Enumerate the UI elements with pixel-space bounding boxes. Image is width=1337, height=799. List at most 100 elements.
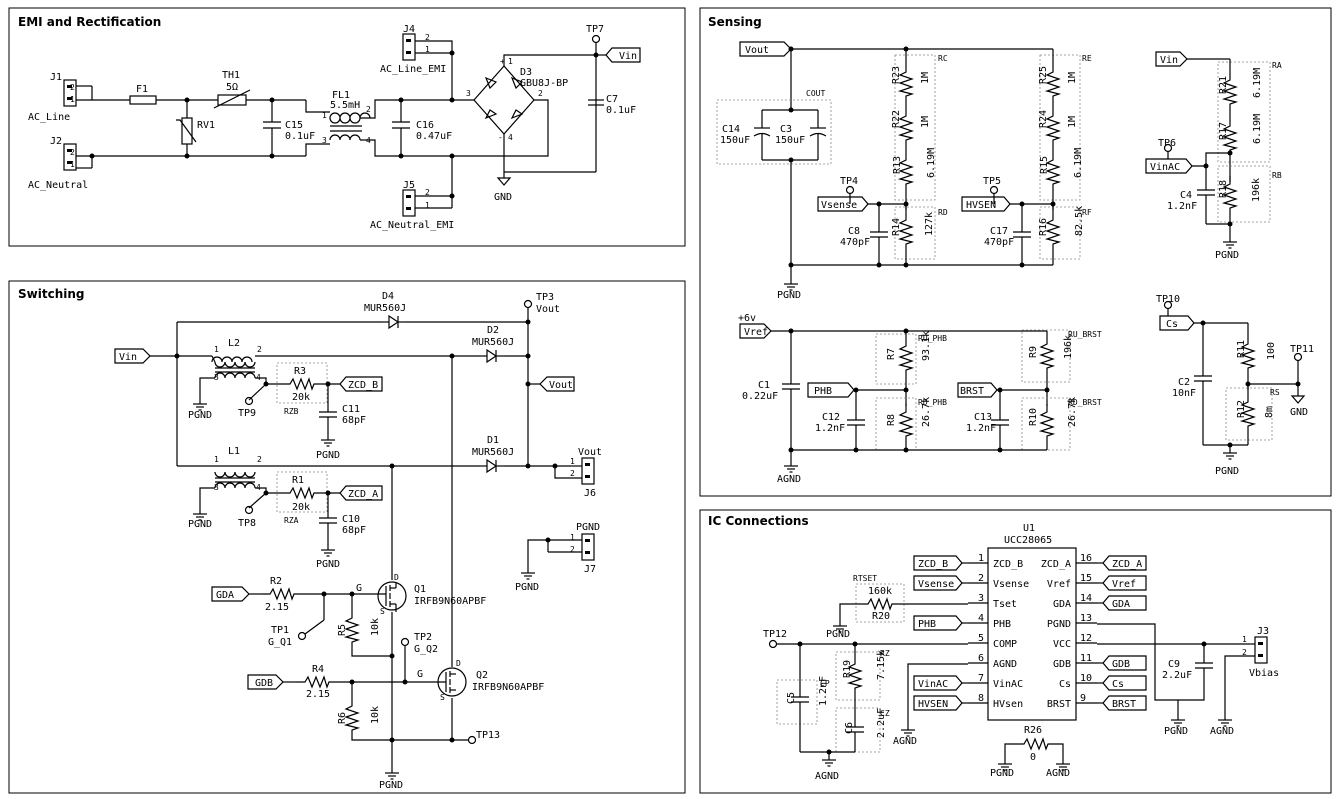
emi-frame (8, 7, 686, 247)
q1-g: G (356, 583, 362, 594)
r9-val: 196k (1063, 335, 1074, 359)
sense-vinac-label: VinAC (1150, 162, 1180, 173)
tp8-ref: TP8 (238, 518, 256, 529)
r14-ref: R14 (891, 218, 902, 236)
svg-text:2: 2 (570, 469, 575, 478)
r24-val: 1M (1067, 116, 1078, 128)
rb-label: RB (1272, 171, 1282, 180)
u1-pin-12-num: 12 (1080, 633, 1092, 644)
r2-ref: R2 (270, 576, 282, 587)
sw-pgnd-3: PGND (188, 519, 212, 530)
c6-val: 2.2uF (876, 708, 887, 738)
ra-label: RA (1272, 61, 1282, 70)
sw-zcda-label: ZCD_A (348, 489, 378, 500)
j4-net: AC_Line_EMI (380, 64, 446, 75)
r11-val: 100 (1266, 342, 1277, 360)
net-label-text-hvsen: HVSEN (918, 699, 948, 710)
net-label-phb (913, 615, 963, 631)
q2-g: G (417, 669, 423, 680)
emi-circuit: J1 AC_Line 21 F1 TH1 5Ω RV1 J2 AC_Neutra… (28, 24, 641, 231)
r10-val: 26.7k (1067, 397, 1078, 427)
tp1-net: G_Q1 (268, 637, 292, 648)
c10-ref: C10 (342, 514, 360, 525)
r15-val: 6.19M (1073, 148, 1084, 178)
l2-ref: L2 (228, 338, 240, 349)
u1-pin-8-name: HVsen (993, 699, 1023, 710)
c4-ref: C4 (1180, 190, 1192, 201)
c2-ref: C2 (1178, 377, 1190, 388)
tp13-ref: TP13 (476, 730, 500, 741)
sw-gdb-label: GDB (255, 678, 273, 689)
c2-val: 10nF (1172, 388, 1196, 399)
svg-text:2: 2 (70, 83, 75, 92)
j7-ref: J7 (584, 564, 596, 575)
svg-text:1: 1 (425, 45, 430, 54)
c15-val: 0.1uF (285, 131, 315, 142)
svg-text:2: 2 (70, 148, 75, 157)
net-label-text-vsense: Vsense (918, 579, 954, 590)
net-label-hvsen (913, 695, 963, 711)
r1-ref: R1 (292, 475, 304, 486)
c16-ref: C16 (416, 120, 434, 131)
net-label-zcd_a (1102, 555, 1147, 571)
u1-pin-13-num: 13 (1080, 613, 1092, 624)
u1-pin-1-name: ZCD_B (993, 559, 1023, 570)
c7-val: 0.1uF (606, 105, 636, 116)
sensing-title: Sensing (708, 15, 762, 29)
sw-zcdb-label: ZCD_B (348, 380, 378, 391)
l1-ref: L1 (228, 446, 240, 457)
j6-ref: J6 (584, 488, 596, 499)
svg-text:2: 2 (538, 89, 543, 98)
sensing-circuit: Vout COUT C14 150uF C3 150uF RC (716, 41, 1314, 485)
u1-pin-14-num: 14 (1080, 593, 1092, 604)
c13-val: 1.2nF (966, 423, 996, 434)
ic-pgnd-2: PGND (1164, 726, 1188, 737)
rzb-label: RZB (284, 407, 299, 416)
q1-s: S (380, 607, 385, 616)
svg-text:3: 3 (214, 373, 219, 382)
r10-ref: R10 (1028, 408, 1039, 426)
ru-phb-label: RU_PHB (918, 334, 947, 343)
r18-ref: R18 (1218, 180, 1229, 198)
ru-brst-label: RU_BRST (1068, 330, 1102, 339)
d2-val: MUR560J (472, 337, 514, 348)
switching-title: Switching (18, 287, 84, 301)
c3-ref: C3 (780, 124, 792, 135)
u1-pin-10-num: 10 (1080, 673, 1092, 684)
q1-ref: Q1 (414, 584, 426, 595)
rz-label: RZ (880, 649, 890, 658)
tp4-ref: TP4 (840, 176, 858, 187)
u1-pin-8-num: 8 (978, 693, 984, 704)
rtset-label: RTSET (853, 574, 877, 583)
r4-ref: R4 (312, 664, 324, 675)
c10-val: 68pF (342, 525, 366, 536)
svg-text:3: 3 (322, 136, 327, 145)
net-label-text-vref: Vref (1112, 579, 1136, 590)
c14-ref: C14 (722, 124, 740, 135)
svg-text:4: 4 (508, 133, 513, 142)
svg-text:1: 1 (425, 201, 430, 210)
c14-val: 150uF (720, 135, 750, 146)
net-label-text-cs: Cs (1112, 679, 1124, 690)
c12-val: 1.2nF (815, 423, 845, 434)
sense-pgnd-2: PGND (1215, 250, 1239, 261)
c9-ref: C9 (1168, 659, 1180, 670)
tp6-ref: TP6 (1158, 138, 1176, 149)
r2-val: 2.15 (265, 602, 289, 613)
net-label-text-gdb: GDB (1112, 659, 1130, 670)
r17-val: 6.19M (1252, 114, 1263, 144)
net-label-vinac (913, 675, 963, 691)
sense-cs-label: Cs (1166, 319, 1178, 330)
r13-ref: R13 (892, 156, 903, 174)
rd-brst-label: RD_BRST (1068, 398, 1102, 407)
u1-pin-11-num: 11 (1080, 653, 1092, 664)
q1-val: IRFB9N60APBF (414, 596, 486, 607)
q1-d: D (394, 573, 399, 582)
r4-val: 2.15 (306, 689, 330, 700)
u1-pin-3-num: 3 (978, 593, 984, 604)
sense-pgnd-1: PGND (777, 290, 801, 301)
j4-ref: J4 (403, 24, 415, 35)
svg-text:1: 1 (1242, 635, 1247, 644)
